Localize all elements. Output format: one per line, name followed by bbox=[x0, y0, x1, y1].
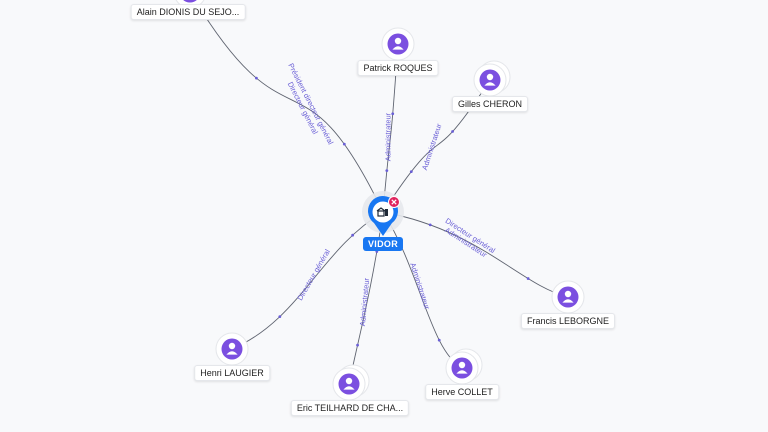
person-name-henri[interactable]: Henri LAUGIER bbox=[194, 365, 270, 381]
edge-arrow-icon bbox=[385, 169, 389, 173]
role-label: Administrateur bbox=[358, 277, 371, 326]
person-node-henri[interactable] bbox=[215, 332, 249, 366]
edge-arrow-icon bbox=[428, 223, 432, 227]
person-icon bbox=[456, 361, 468, 374]
person-node-francis[interactable] bbox=[551, 280, 585, 314]
person-name-patrick[interactable]: Patrick ROQUES bbox=[357, 60, 439, 76]
edge-arrow-icon bbox=[356, 343, 359, 347]
edge-arrow-icon bbox=[391, 112, 395, 116]
edge-arrow-icon bbox=[342, 142, 346, 146]
person-icon bbox=[484, 73, 496, 86]
role-label: Administrateur bbox=[384, 112, 393, 161]
edge-alain bbox=[194, 0, 384, 213]
company-icon bbox=[376, 207, 388, 217]
edge-francis bbox=[382, 211, 569, 298]
person-node-gilles[interactable] bbox=[473, 60, 511, 97]
person-node-eric[interactable] bbox=[332, 364, 370, 401]
role-label: Directeur général bbox=[295, 247, 332, 302]
edge-patrick bbox=[382, 43, 399, 213]
person-icon bbox=[226, 342, 238, 355]
person-name-herve[interactable]: Herve COLLET bbox=[425, 384, 499, 400]
avatar bbox=[183, 0, 197, 3]
edge-arrow-icon bbox=[526, 277, 530, 280]
role-label: Administrateur bbox=[408, 262, 432, 311]
edge-henri bbox=[231, 211, 384, 350]
person-name-alain[interactable]: Alain DIONIS DU SEJO... bbox=[130, 4, 246, 20]
close-icon[interactable] bbox=[388, 196, 400, 208]
edge-arrow-icon bbox=[255, 76, 258, 80]
person-name-eric[interactable]: Eric TEILHARD DE CHA... bbox=[290, 400, 410, 416]
company-name-label[interactable]: VIDOR bbox=[362, 237, 404, 251]
edge-arrow-icon bbox=[437, 338, 441, 342]
person-name-gilles[interactable]: Gilles CHERON bbox=[451, 96, 529, 112]
person-node-herve[interactable] bbox=[445, 348, 483, 385]
edge-arrow-icon bbox=[351, 233, 355, 237]
edge-arrow-icon bbox=[451, 130, 454, 133]
person-name-francis[interactable]: Francis LEBORGNE bbox=[520, 313, 616, 329]
role-label: Administrateur bbox=[420, 122, 444, 171]
person-node-patrick[interactable] bbox=[381, 27, 415, 61]
person-icon bbox=[562, 290, 574, 303]
edge-arrow-icon bbox=[278, 315, 282, 318]
edge-arrow-icon bbox=[409, 170, 413, 174]
person-icon bbox=[392, 37, 404, 50]
person-icon bbox=[343, 377, 355, 390]
